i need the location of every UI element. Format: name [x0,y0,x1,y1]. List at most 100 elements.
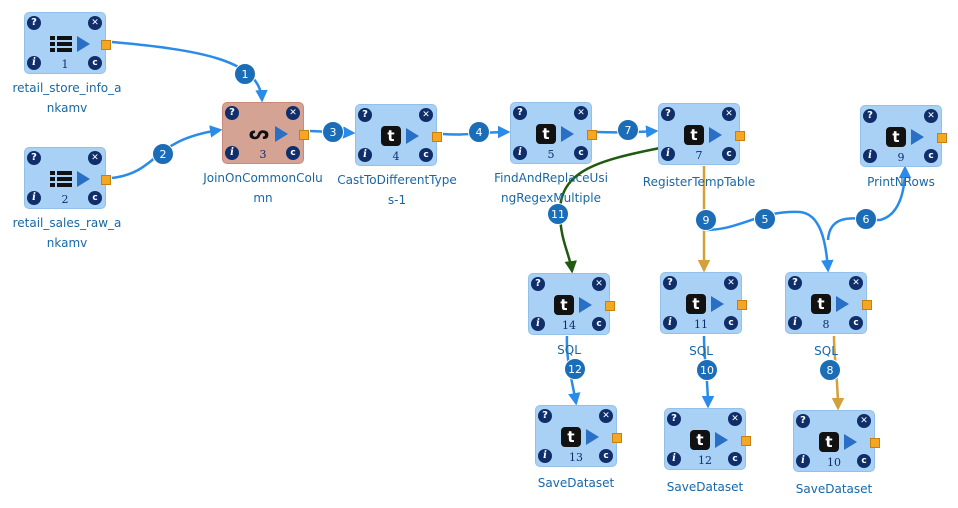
edge-badge-1[interactable]: 1 [234,63,256,85]
help-icon[interactable]: ? [225,106,239,120]
output-port[interactable] [299,130,309,140]
close-icon[interactable]: ✕ [728,412,742,426]
help-icon[interactable]: ? [863,109,877,123]
play-icon[interactable] [561,126,574,142]
play-icon[interactable] [77,171,90,187]
node-label-n13[interactable]: SaveDataset [509,473,643,493]
close-icon[interactable]: ✕ [724,276,738,290]
info-icon[interactable]: i [513,146,527,160]
node-label-n10[interactable]: SaveDataset [767,479,901,499]
config-icon[interactable]: c [88,56,102,70]
close-icon[interactable]: ✕ [849,276,863,290]
close-icon[interactable]: ✕ [419,108,433,122]
output-port[interactable] [737,300,747,310]
edge-badge-4[interactable]: 4 [468,121,490,143]
close-icon[interactable]: ✕ [88,16,102,30]
close-icon[interactable]: ✕ [574,106,588,120]
node-label-n9[interactable]: PrintNRows [834,172,958,192]
play-icon[interactable] [579,297,592,313]
edge-badge-5[interactable]: 5 [754,208,776,230]
info-icon[interactable]: i [538,449,552,463]
edge-badge-3[interactable]: 3 [322,121,344,143]
node-label-n8[interactable]: SQL [759,341,893,361]
info-icon[interactable]: i [667,452,681,466]
help-icon[interactable]: ? [661,107,675,121]
config-icon[interactable]: c [88,191,102,205]
play-icon[interactable] [77,36,90,52]
help-icon[interactable]: ? [663,276,677,290]
play-icon[interactable] [911,129,924,145]
edge-badge-9[interactable]: 9 [695,209,717,231]
node-label-n14[interactable]: SQL [502,340,636,360]
config-icon[interactable]: c [728,452,742,466]
edge-badge-8[interactable]: 8 [819,359,841,381]
edge-n7-n14[interactable] [558,146,661,274]
output-port[interactable] [870,438,880,448]
output-port[interactable] [612,433,622,443]
play-icon[interactable] [715,432,728,448]
play-icon[interactable] [709,127,722,143]
close-icon[interactable]: ✕ [924,109,938,123]
close-icon[interactable]: ✕ [286,106,300,120]
play-icon[interactable] [836,296,849,312]
close-icon[interactable]: ✕ [599,409,613,423]
edge-badge-10[interactable]: 10 [696,359,718,381]
info-icon[interactable]: i [225,146,239,160]
config-icon[interactable]: c [286,146,300,160]
output-port[interactable] [432,132,442,142]
output-port[interactable] [937,133,947,143]
config-icon[interactable]: c [724,316,738,330]
config-icon[interactable]: c [849,316,863,330]
info-icon[interactable]: i [27,191,41,205]
config-icon[interactable]: c [419,148,433,162]
play-icon[interactable] [844,434,857,450]
output-port[interactable] [741,436,751,446]
help-icon[interactable]: ? [513,106,527,120]
info-icon[interactable]: i [663,316,677,330]
config-icon[interactable]: c [722,147,736,161]
info-icon[interactable]: i [788,316,802,330]
help-icon[interactable]: ? [796,414,810,428]
output-port[interactable] [101,175,111,185]
help-icon[interactable]: ? [788,276,802,290]
close-icon[interactable]: ✕ [592,277,606,291]
info-icon[interactable]: i [796,454,810,468]
edge-n1-n3[interactable] [111,40,268,103]
edge-badge-11[interactable]: 11 [547,203,569,225]
help-icon[interactable]: ? [531,277,545,291]
edge-n8-n9[interactable] [826,165,912,241]
output-port[interactable] [862,300,872,310]
output-port[interactable] [587,130,597,140]
play-icon[interactable] [586,429,599,445]
help-icon[interactable]: ? [667,412,681,426]
edge-badge-2[interactable]: 2 [152,143,174,165]
node-label-n12[interactable]: SaveDataset [638,477,772,497]
edge-badge-6[interactable]: 6 [855,208,877,230]
close-icon[interactable]: ✕ [88,151,102,165]
play-icon[interactable] [275,126,288,142]
config-icon[interactable]: c [574,146,588,160]
play-icon[interactable] [406,128,419,144]
config-icon[interactable]: c [599,449,613,463]
info-icon[interactable]: i [358,148,372,162]
play-icon[interactable] [711,296,724,312]
edge-badge-12[interactable]: 12 [564,358,586,380]
config-icon[interactable]: c [857,454,871,468]
info-icon[interactable]: i [661,147,675,161]
info-icon[interactable]: i [863,149,877,163]
output-port[interactable] [735,131,745,141]
output-port[interactable] [101,40,111,50]
output-port[interactable] [605,301,615,311]
